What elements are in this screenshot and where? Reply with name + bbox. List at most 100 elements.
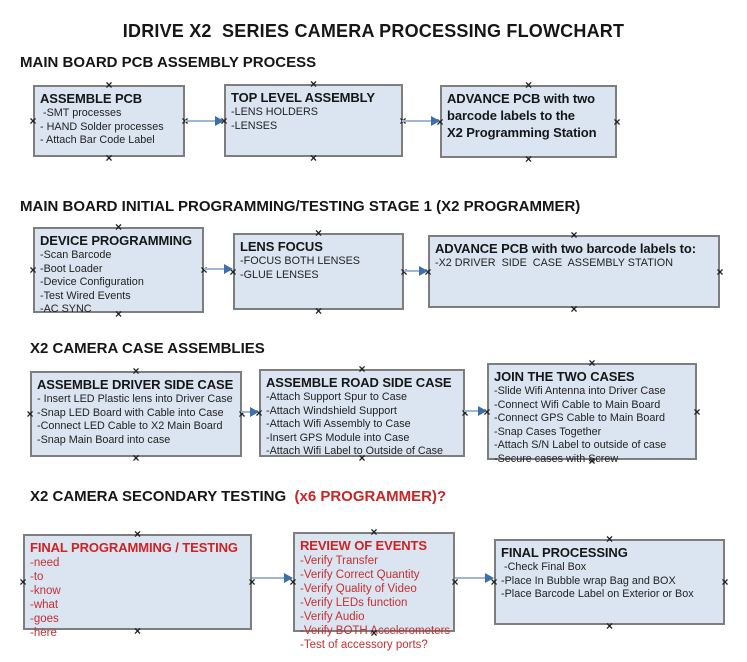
connector-line xyxy=(241,411,252,413)
box-item: -Insert GPS Module into Case xyxy=(266,431,410,444)
box-title: JOIN THE TWO CASES xyxy=(494,369,635,384)
connection-handle-icon: × xyxy=(570,302,578,316)
arrowhead-icon xyxy=(250,407,259,417)
connection-handle-icon: × xyxy=(524,78,532,92)
box-item: -Connect GPS Cable to Main Board xyxy=(494,412,666,424)
connection-handle-icon: × xyxy=(29,263,37,277)
box-item: - HAND Solder processes xyxy=(40,120,164,133)
box-items: - Insert LED Plastic lens into Driver Ca… xyxy=(37,393,235,447)
section-heading-case-assemblies: X2 CAMERA CASE ASSEMBLIES xyxy=(30,340,265,357)
connector-arrow[interactable] xyxy=(402,115,440,127)
box-item: -Place In Bubble wrap Bag and BOX xyxy=(501,574,676,587)
connector-arrow[interactable] xyxy=(204,263,233,275)
box-item: -Device Configuration xyxy=(40,276,144,288)
box-item: -need xyxy=(30,557,60,569)
connection-handle-icon: × xyxy=(588,356,596,370)
connection-handle-icon: × xyxy=(721,575,729,589)
arrowhead-icon xyxy=(284,573,293,583)
box-item: -goes xyxy=(30,613,59,625)
box-items: -LENS HOLDERS-LENSES xyxy=(231,106,396,133)
connection-handle-icon: × xyxy=(605,532,613,546)
box-item: -Snap LED Board with Cable into Case xyxy=(37,406,224,419)
connector-line xyxy=(185,120,217,122)
connector-arrow[interactable] xyxy=(404,265,428,277)
box-item: -Attach S/N Label to outside of case xyxy=(494,439,667,451)
box-item: -Place Barcode Label on Exterior or Box xyxy=(501,588,694,600)
flow-box-review-of-events[interactable]: × × × × REVIEW OF EVENTS -Verify Transfe… xyxy=(289,526,458,651)
connection-handle-icon: × xyxy=(132,364,140,378)
flow-box-assemble-driver-side-case[interactable]: × × × × ASSEMBLE DRIVER SIDE CASE - Inse… xyxy=(26,365,245,464)
box-items: -Slide Wifi Antenna into Driver Case-Con… xyxy=(494,385,690,466)
flow-box-final-programming-testing[interactable]: × × × × FINAL PROGRAMMING / TESTING -nee… xyxy=(19,528,255,639)
connector-arrow[interactable] xyxy=(185,115,224,127)
box-item: -to xyxy=(30,571,44,583)
connection-handle-icon: × xyxy=(613,114,621,129)
flow-box-top-level-assembly[interactable]: × × × × TOP LEVEL ASSEMBLY -LENS HOLDERS… xyxy=(220,78,406,164)
box-item: -FOCUS BOTH LENSES xyxy=(240,255,360,267)
connector-arrow[interactable] xyxy=(252,572,293,584)
connection-handle-icon: × xyxy=(693,404,701,419)
box-items: -Check Final Box-Place In Bubble wrap Ba… xyxy=(501,561,718,602)
heading-black-part: X2 CAMERA SECONDARY TESTING xyxy=(30,488,295,505)
box-items: -need-to-know-what-goes-here xyxy=(30,556,245,640)
connection-handle-icon: × xyxy=(309,151,317,165)
section-heading-pcb-assembly: MAIN BOARD PCB ASSEMBLY PROCESS xyxy=(20,54,317,71)
box-item: -Attach Wifi Label to Outside of Case xyxy=(266,445,444,457)
box-item: -Slide Wifi Antenna into Driver Case xyxy=(494,385,666,397)
flow-box-advance-pcb-assembly-station[interactable]: × × × × ADVANCE PCB with two barcode lab… xyxy=(424,229,723,315)
section-heading-secondary-testing: X2 CAMERA SECONDARY TESTING (x6 PROGRAMM… xyxy=(30,488,446,505)
connector-line xyxy=(404,270,421,272)
connection-handle-icon: × xyxy=(570,228,578,242)
box-item: -know xyxy=(30,585,61,597)
box-items: -X2 DRIVER SIDE CASE ASSEMBLY STATION xyxy=(435,257,713,271)
connection-handle-icon: × xyxy=(114,220,122,234)
box-item: -Attach Windshield Support xyxy=(266,404,397,417)
flow-box-final-processing[interactable]: × × × × FINAL PROCESSING -Check Final Bo… xyxy=(490,533,728,632)
arrowhead-icon xyxy=(215,116,224,126)
connector-line xyxy=(402,120,433,122)
flow-box-assemble-pcb[interactable]: × × × × ASSEMBLE PCB -SMT processes- HAN… xyxy=(29,79,188,164)
box-title: TOP LEVEL ASSEMBLY xyxy=(231,90,375,105)
box-item: -Connect Wifi Cable to Main Board xyxy=(494,398,661,411)
box-items: -Scan Barcode-Boot Loader-Device Configu… xyxy=(40,249,197,317)
flow-box-device-programming[interactable]: × × × × DEVICE PROGRAMMING -Scan Barcode… xyxy=(29,221,207,320)
arrowhead-icon xyxy=(485,573,494,583)
connection-handle-icon: × xyxy=(314,226,322,240)
connector-arrow[interactable] xyxy=(241,406,259,418)
connection-handle-icon: × xyxy=(29,114,37,128)
connection-handle-icon: × xyxy=(105,151,113,165)
connection-handle-icon: × xyxy=(358,362,366,376)
flow-box-advance-pcb-programming-station[interactable]: × × × × ADVANCE PCB with two barcode lab… xyxy=(436,79,620,165)
connection-handle-icon: × xyxy=(309,77,317,91)
box-items: -Verify Transfer-Verify Correct Quantity… xyxy=(300,554,450,652)
box-item: -Attach Wifi Assembly to Case xyxy=(266,418,411,430)
box-item: -Verify Correct Quantity xyxy=(300,569,420,581)
flow-box-join-the-two-cases[interactable]: × × × × JOIN THE TWO CASES -Slide Wifi A… xyxy=(483,357,700,467)
box-item: -Boot Loader xyxy=(40,262,103,275)
box-item: -X2 DRIVER SIDE CASE ASSEMBLY STATION xyxy=(435,257,673,269)
connection-handle-icon: × xyxy=(133,527,141,541)
box-title: LENS FOCUS xyxy=(240,239,323,254)
flow-box-assemble-road-side-case[interactable]: × × × × ASSEMBLE ROAD SIDE CASE -Attach … xyxy=(255,363,468,464)
box-title: ADVANCE PCB with two barcode labels to: xyxy=(435,241,696,256)
box-title: ASSEMBLE PCB xyxy=(40,91,143,106)
connection-handle-icon: × xyxy=(370,525,378,539)
connector-arrow[interactable] xyxy=(464,405,487,417)
box-item: - Attach Bar Code Label xyxy=(40,134,155,146)
connector-arrow[interactable] xyxy=(455,572,494,584)
box-items: -Attach Support Spur to Case-Attach Wind… xyxy=(266,391,458,459)
box-item: -Attach Support Spur to Case xyxy=(266,391,408,403)
box-item: - Insert LED Plastic lens into Driver Ca… xyxy=(37,393,233,405)
box-item: -Snap Cases Together xyxy=(494,425,602,438)
connection-handle-icon: × xyxy=(132,451,140,465)
arrowhead-icon xyxy=(431,116,440,126)
box-title: FINAL PROGRAMMING / TESTING xyxy=(30,540,238,555)
connection-handle-icon: × xyxy=(605,619,613,633)
box-item: -Test Wired Events xyxy=(40,289,131,302)
connection-handle-icon: × xyxy=(19,575,27,589)
flow-box-lens-focus[interactable]: × × × × LENS FOCUS -FOCUS BOTH LENSES-GL… xyxy=(229,227,407,317)
box-item: -here xyxy=(30,627,57,639)
box-item: -Test of accessory ports? xyxy=(300,639,428,651)
page-title: IDRIVE X2 SERIES CAMERA PROCESSING FLOWC… xyxy=(122,21,625,41)
